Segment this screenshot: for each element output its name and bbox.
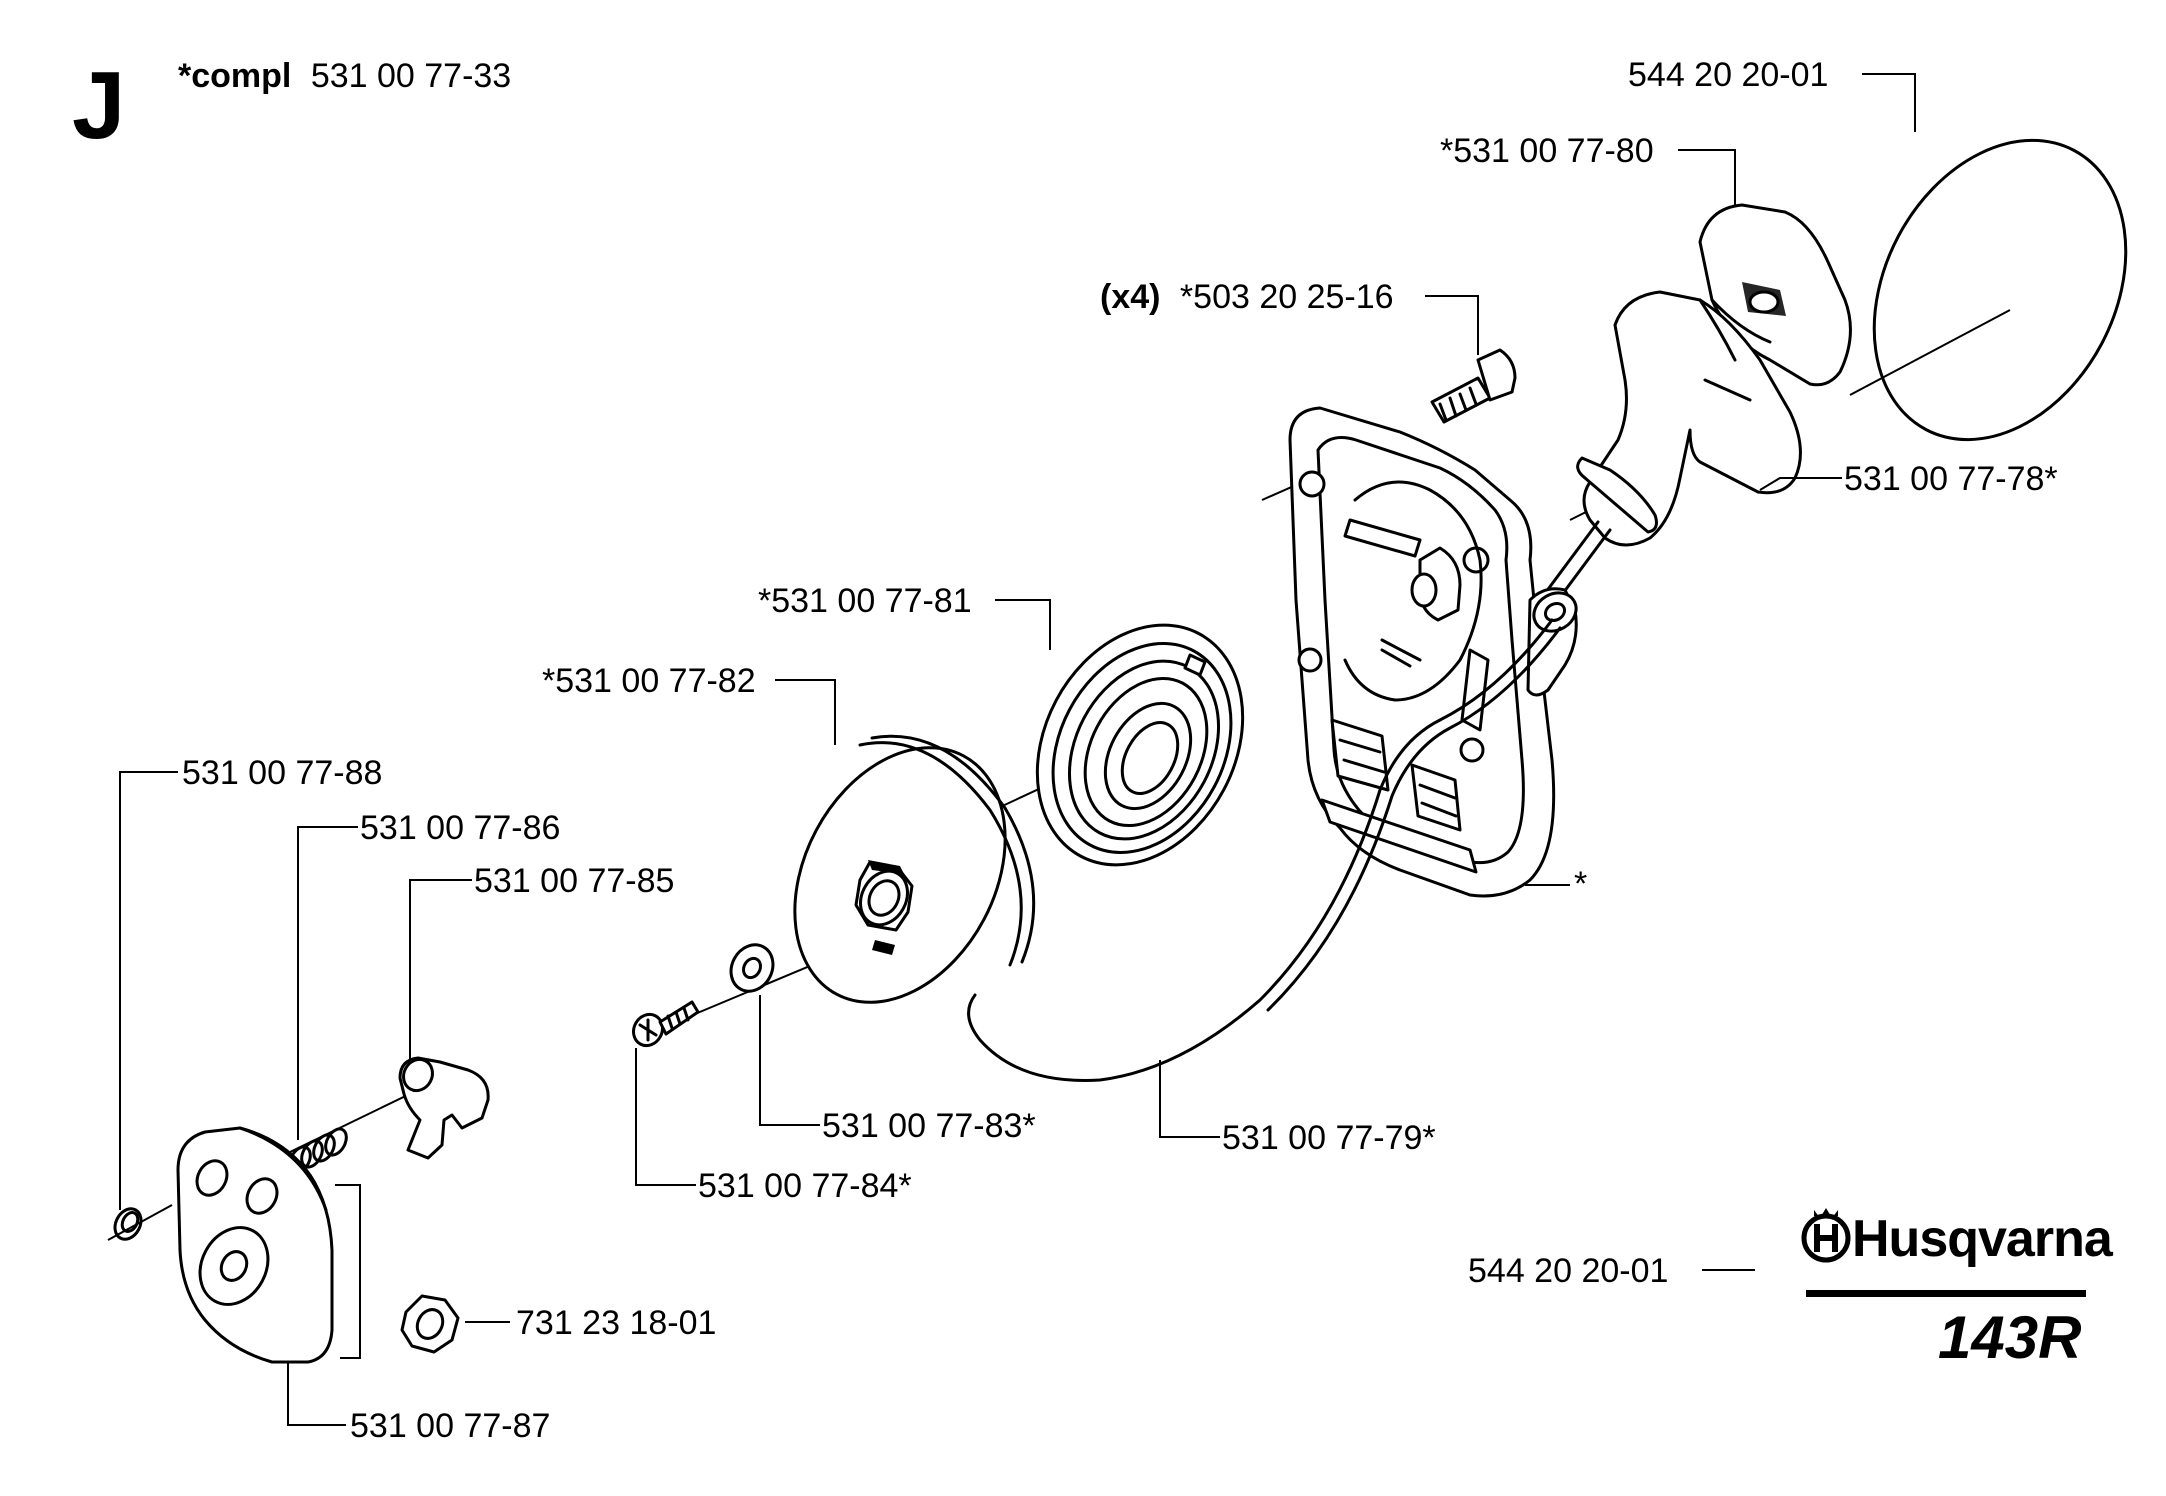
decal-disc — [1872, 138, 2128, 442]
handle-insert — [1698, 203, 1852, 387]
label-screw-number: *503 20 25-16 — [1180, 278, 1394, 316]
brand-rule — [1806, 1290, 2086, 1297]
husqvarna-crown-h-icon — [1801, 1208, 1851, 1263]
label-cord: 531 00 77-79* — [1222, 1119, 1436, 1157]
starter-pulley — [793, 734, 1036, 1004]
section-letter: J — [72, 52, 125, 159]
label-washer-spring: 531 00 77-88 — [182, 754, 382, 792]
starter-cord — [967, 618, 1562, 1082]
brand-name: Husqvarna — [1852, 1210, 2114, 1268]
label-nut: 731 23 18-01 — [516, 1304, 716, 1342]
starter-pawl — [398, 1056, 490, 1160]
label-pawl: 531 00 77-85 — [474, 862, 674, 900]
label-handle-insert: *531 00 77-80 — [1440, 132, 1654, 170]
label-spring: *531 00 77-81 — [758, 582, 972, 620]
compl-number: 531 00 77-33 — [311, 57, 511, 95]
label-handle: 531 00 77-78* — [1844, 460, 2058, 498]
label-screw-qty: (x4) — [1100, 278, 1160, 316]
label-screw: (x4) *503 20 25-16 — [1100, 278, 1394, 316]
label-pulley-screw: 531 00 77-84* — [698, 1167, 912, 1205]
part-labels: 544 20 20-01 *531 00 77-80 (x4) *503 20 … — [182, 56, 2058, 1445]
label-hub: 531 00 77-87 — [350, 1407, 550, 1445]
brand-block: Husqvarna 143R — [1801, 1208, 2115, 1371]
starter-hub — [176, 1126, 334, 1364]
starter-handle — [1544, 290, 1802, 602]
label-decal-top: 544 20 20-01 — [1628, 56, 1828, 94]
starter-housing — [1288, 406, 1578, 898]
label-decal-bottom: 544 20 20-01 — [1468, 1252, 1668, 1290]
pulley-washer — [729, 943, 775, 993]
compl-prefix: *compl — [178, 57, 291, 95]
pulley-screw — [632, 1000, 700, 1048]
leader-lines — [119, 73, 1916, 1426]
hex-nut — [400, 1294, 460, 1354]
label-washer: 531 00 77-83* — [822, 1107, 1036, 1145]
housing-screw — [1430, 348, 1517, 424]
retaining-washer — [113, 1207, 143, 1241]
label-pawl-spring: 531 00 77-86 — [360, 809, 560, 847]
compl-label: *compl 531 00 77-33 — [178, 57, 511, 95]
model-name: 143R — [1938, 1304, 2081, 1371]
label-housing: * — [1574, 865, 1587, 903]
label-pulley: *531 00 77-82 — [542, 662, 756, 700]
recoil-spring — [1035, 623, 1245, 867]
